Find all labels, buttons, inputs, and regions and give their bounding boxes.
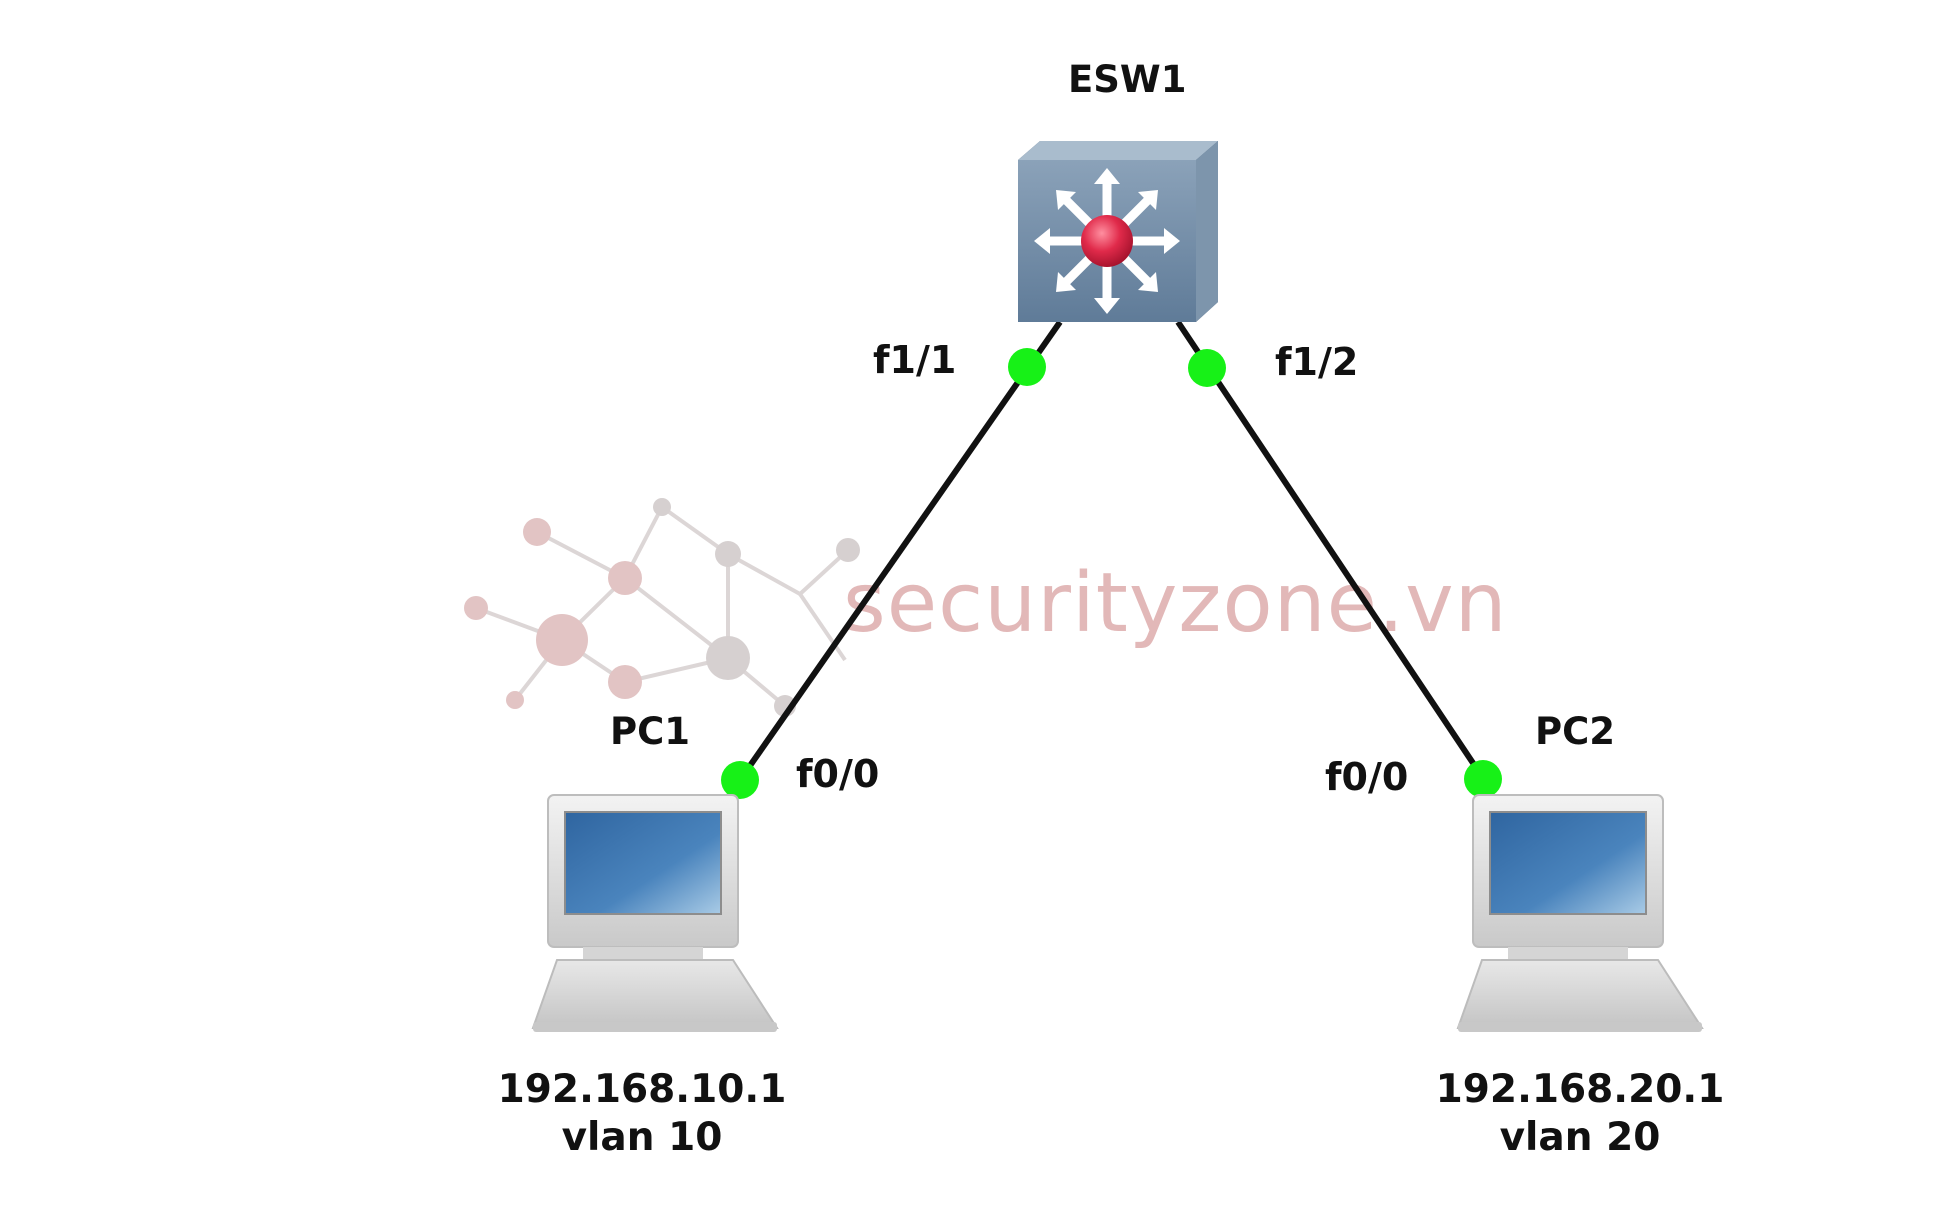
esw1-label: ESW1 bbox=[1068, 58, 1187, 101]
link-esw1-pc1[interactable] bbox=[737, 320, 1063, 782]
pc1-vlan: vlan 10 bbox=[561, 1115, 723, 1160]
port-status-esw1-f1-2 bbox=[1188, 349, 1226, 387]
pc1-address-block: 192.168.10.1 vlan 10 bbox=[462, 1066, 822, 1162]
multilayer-switch-icon[interactable] bbox=[1010, 138, 1225, 328]
port-status-pc2-f0-0 bbox=[1464, 760, 1502, 798]
pc2-label: PC2 bbox=[1535, 710, 1616, 753]
pc1-desktop-computer-icon[interactable] bbox=[515, 790, 785, 1035]
watermark-text: securityzone.vn bbox=[843, 556, 1508, 651]
port-label-pc1-f0-0: f0/0 bbox=[796, 752, 880, 796]
port-label-esw1-f1-1: f1/1 bbox=[873, 338, 957, 382]
port-status-esw1-f1-1 bbox=[1008, 348, 1046, 386]
pc2-ip-address: 192.168.20.1 bbox=[1435, 1067, 1725, 1112]
pc2-vlan: vlan 20 bbox=[1499, 1115, 1661, 1160]
port-label-pc2-f0-0: f0/0 bbox=[1325, 755, 1409, 799]
pc1-ip-address: 192.168.10.1 bbox=[497, 1067, 787, 1112]
pc2-address-block: 192.168.20.1 vlan 20 bbox=[1400, 1066, 1760, 1162]
pc1-label: PC1 bbox=[610, 710, 691, 753]
port-label-esw1-f1-2: f1/2 bbox=[1275, 340, 1359, 384]
pc2-desktop-computer-icon[interactable] bbox=[1440, 790, 1710, 1035]
port-status-pc1-f0-0 bbox=[721, 761, 759, 799]
link-esw1-pc2[interactable] bbox=[1175, 320, 1486, 780]
